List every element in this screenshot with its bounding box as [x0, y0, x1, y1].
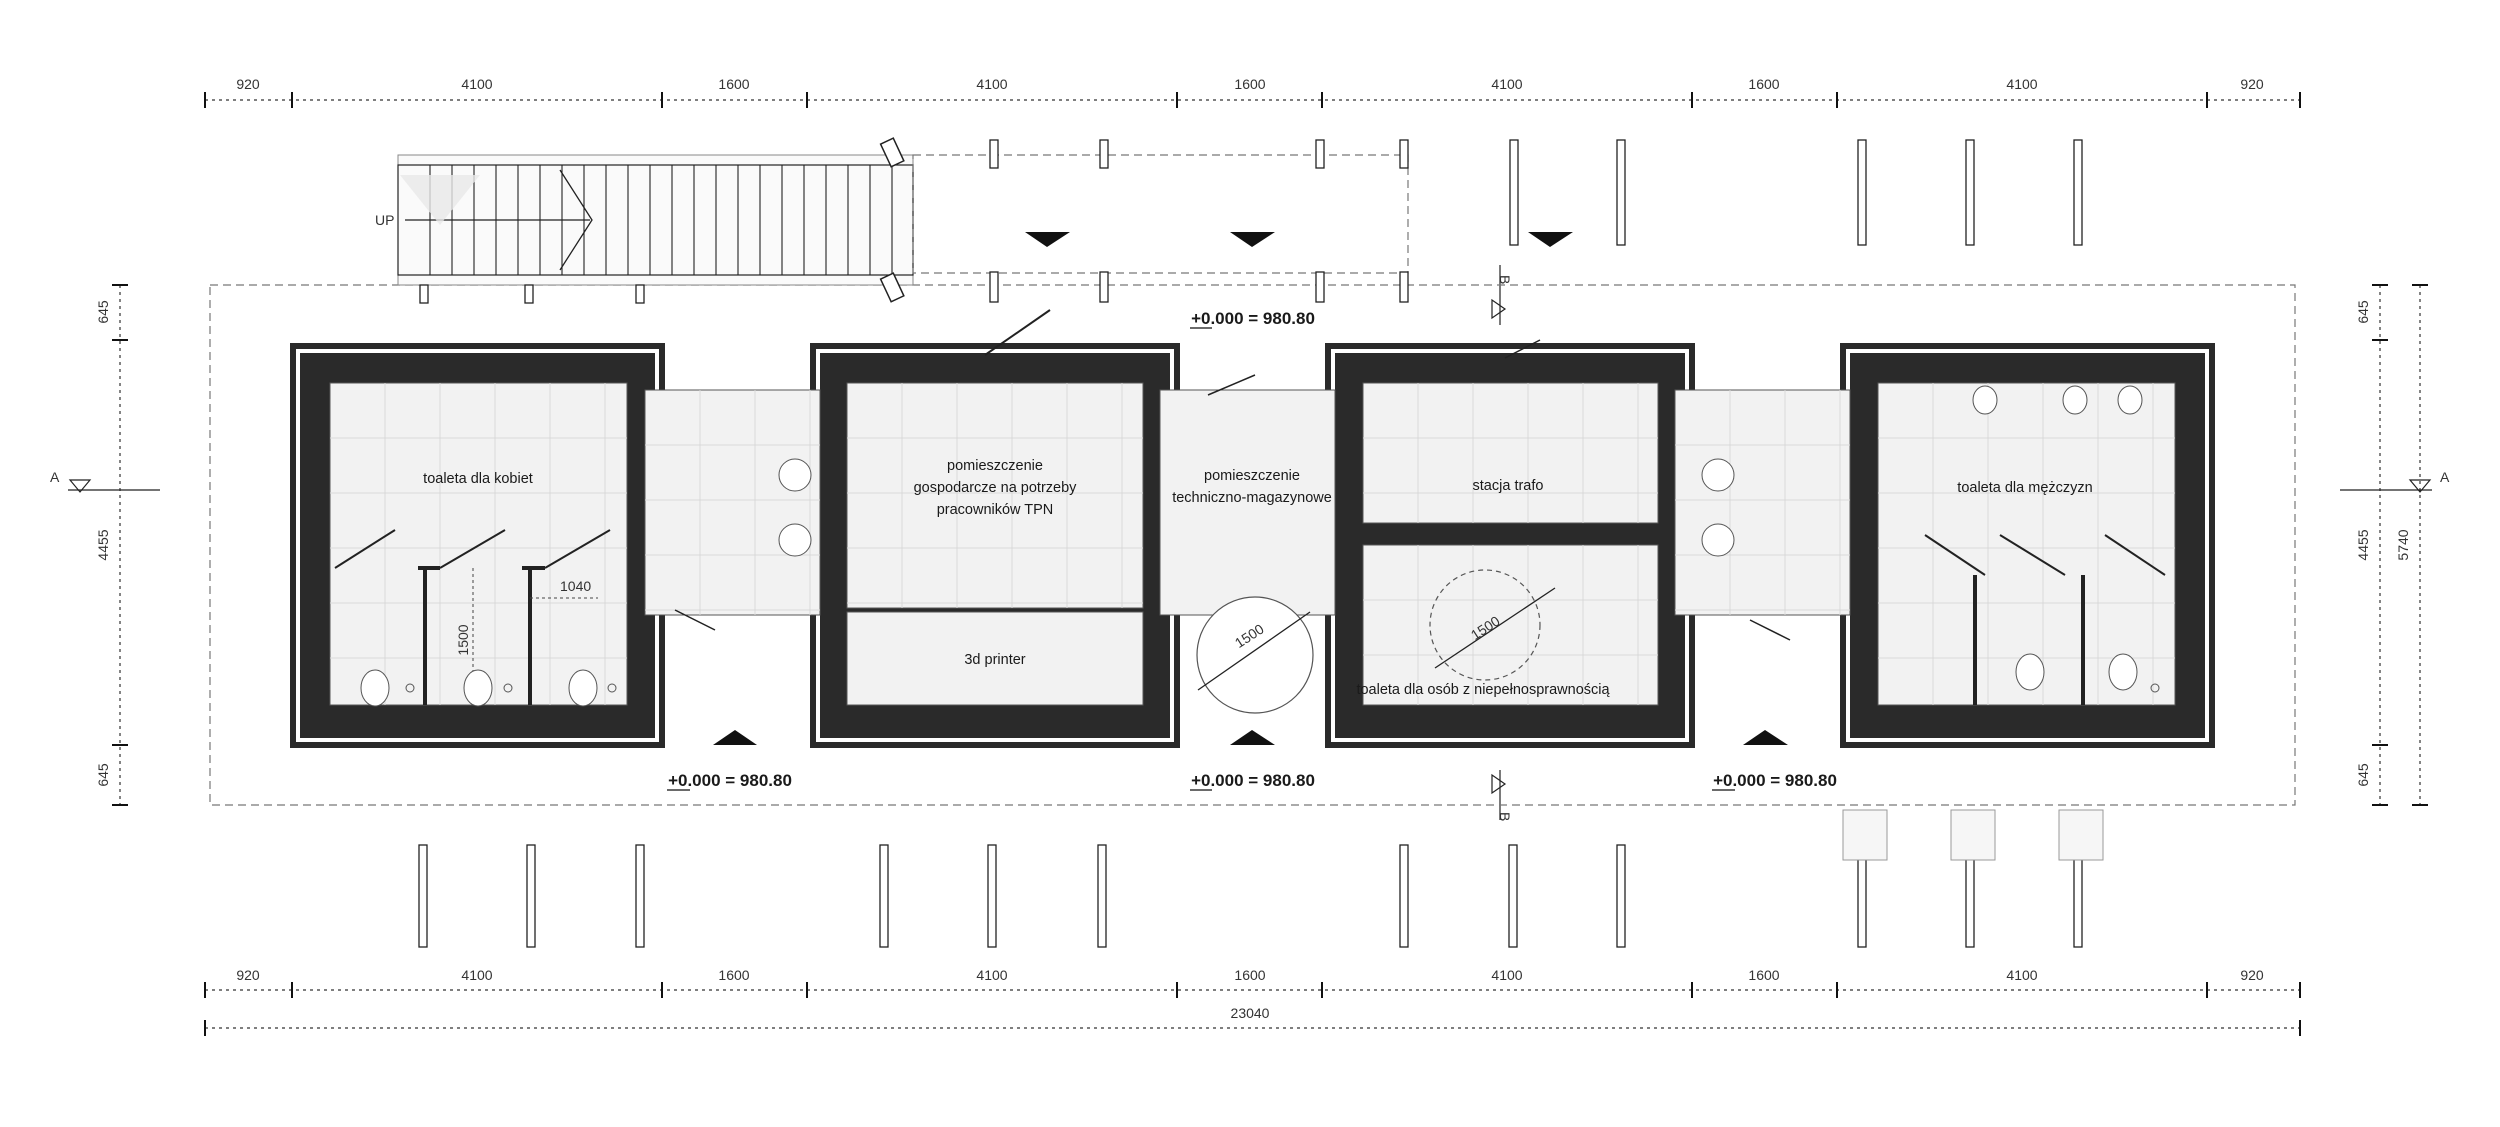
dim-left-1: 645 — [95, 300, 111, 324]
dim-left-2: 4455 — [95, 529, 111, 560]
dim-bottom-3: 1600 — [718, 967, 749, 983]
roof-outline — [209, 284, 2296, 806]
dim-bottom-1: 920 — [236, 967, 260, 983]
dim-top-6: 4100 — [1491, 76, 1522, 92]
dim-bottom-8: 4100 — [2006, 967, 2037, 983]
right-dimension-chain: 645 4455 645 5740 — [2355, 284, 2428, 806]
level-bottom-left: +0.000 = 980.80 — [668, 771, 792, 790]
fixtures — [334, 309, 2166, 745]
dim-bottom-5: 1600 — [1234, 967, 1265, 983]
dim-bottom-6: 4100 — [1491, 967, 1522, 983]
dim-top-2: 4100 — [461, 76, 492, 92]
dim-right-total: 5740 — [2395, 529, 2411, 560]
top-dimension-chain: 920 4100 1600 4100 1600 4100 1600 4100 9… — [204, 76, 2301, 108]
dim-bottom-9: 920 — [2240, 967, 2264, 983]
left-dimension-chain: 645 4455 645 — [95, 284, 128, 806]
room-accessible-toilet: toaleta dla osób z niepełnosprawnością — [1356, 682, 1610, 698]
stairs: UP — [375, 137, 1409, 304]
bottom-dimension-chain: 920 4100 1600 4100 1600 4100 1600 4100 9… — [204, 967, 2301, 1036]
room-utility-line1: pomieszczenie — [947, 458, 1043, 474]
dim-bottom-7: 1600 — [1748, 967, 1779, 983]
dim-top-3: 1600 — [718, 76, 749, 92]
level-top-center: +0.000 = 980.80 — [1191, 309, 1315, 328]
level-bottom-right: +0.000 = 980.80 — [1713, 771, 1837, 790]
section-a-right: A — [2340, 469, 2450, 493]
section-a-left-label: A — [50, 469, 60, 485]
section-a-left: A — [50, 469, 160, 493]
dim-right-1: 645 — [2355, 300, 2371, 324]
bottom-posts — [418, 809, 2104, 948]
room-3d-printer: 3d printer — [964, 652, 1025, 668]
walls — [290, 343, 2215, 748]
section-b-bottom-label: B — [1497, 812, 1513, 821]
dim-top-1: 920 — [236, 76, 260, 92]
dim-top-4: 4100 — [976, 76, 1007, 92]
room-trafo: stacja trafo — [1473, 478, 1544, 494]
dim-top-8: 4100 — [2006, 76, 2037, 92]
room-tech-line2: techniczno-magazynowe — [1172, 490, 1332, 506]
dim-top-5: 1600 — [1234, 76, 1265, 92]
stairs-up-label: UP — [375, 212, 394, 228]
dim-total: 23040 — [1231, 1005, 1270, 1021]
top-posts — [989, 139, 2083, 303]
room-utility-line3: pracowników TPN — [937, 502, 1054, 518]
dim-top-9: 920 — [2240, 76, 2264, 92]
room-men-toilet: toaleta dla mężczyzn — [1957, 480, 2092, 496]
room-utility-line2: gospodarcze na potrzeby — [914, 480, 1078, 496]
dim-interior-cubicle-width: 1040 — [560, 578, 591, 594]
dim-top-7: 1600 — [1748, 76, 1779, 92]
room-tech-line1: pomieszczenie — [1204, 468, 1300, 484]
dim-bottom-2: 4100 — [461, 967, 492, 983]
level-bottom-center: +0.000 = 980.80 — [1191, 771, 1315, 790]
dim-right-2: 4455 — [2355, 529, 2371, 560]
section-b-bottom: B — [1491, 770, 1513, 821]
section-b-top-label: B — [1497, 275, 1513, 284]
dim-bottom-4: 4100 — [976, 967, 1007, 983]
room-women-toilet: toaleta dla kobiet — [423, 471, 533, 487]
section-a-right-label: A — [2440, 469, 2450, 485]
dim-right-3: 645 — [2355, 763, 2371, 787]
dim-interior-cubicle-depth: 1500 — [455, 624, 471, 655]
section-b-top: B — [1491, 265, 1513, 325]
dim-left-3: 645 — [95, 763, 111, 787]
